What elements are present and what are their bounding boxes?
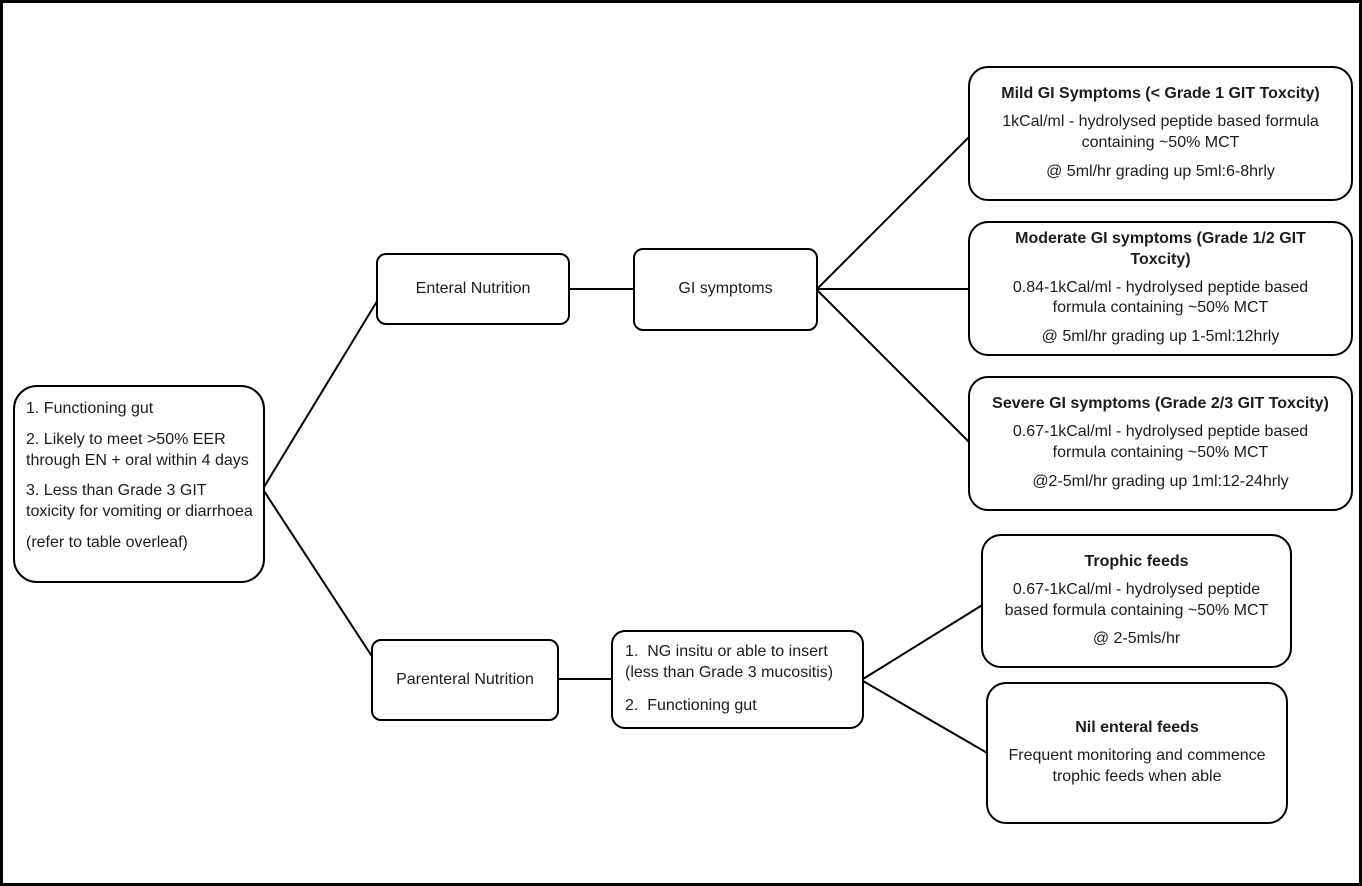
edge-ng-nil [862,680,990,755]
ng-criteria-line-1: 1. NG insitu or able to insert (less tha… [625,643,834,682]
edge-gi-mild [816,135,971,290]
node-entry-criteria: 1. Functioning gut 2. Likely to meet >50… [13,385,265,583]
enteral-label: Enteral Nutrition [415,279,531,297]
trophic-title: Trophic feeds [1084,552,1189,570]
node-moderate-gi-symptoms: Moderate GI symptoms (Grade 1/2 GIT Toxc… [968,221,1353,356]
criteria-line-2: 2. Likely to meet >50% EER through EN + … [26,430,249,469]
severe-title: Severe GI symptoms (Grade 2/3 GIT Toxcit… [992,395,1329,413]
trophic-rate: @ 2-5mls/hr [1092,630,1181,648]
moderate-rate: @ 5ml/hr grading up 1-5ml:12hrly [1041,328,1280,346]
severe-formula: 0.67-1kCal/ml - hydrolysed peptide based… [1012,423,1309,461]
parenteral-label: Parenteral Nutrition [396,670,534,688]
node-parenteral-nutrition: Parenteral Nutrition [371,639,559,721]
ng-criteria-line-2: 2. Functioning gut [625,696,757,714]
edge-criteria-parenteral [263,490,376,662]
edge-gi-severe [816,289,971,444]
mild-title: Mild GI Symptoms (< Grade 1 GIT Toxcity) [1001,85,1320,103]
node-ng-criteria: 1. NG insitu or able to insert (less tha… [611,630,864,729]
node-nil-enteral-feeds: Nil enteral feeds Frequent monitoring an… [986,682,1288,824]
trophic-formula: 0.67-1kCal/ml - hydrolysed peptide based… [1004,580,1269,619]
mild-formula: 1kCal/ml - hydrolysed peptide based form… [1002,113,1319,151]
criteria-line-3: 3. Less than Grade 3 GIT toxicity for vo… [26,482,253,521]
nil-enteral-body: Frequent monitoring and commence trophic… [1008,747,1266,785]
severe-rate: @2-5ml/hr grading up 1ml:12-24hrly [1032,472,1289,490]
edge-criteria-enteral [263,297,380,488]
node-gi-symptoms: GI symptoms [633,248,818,331]
gi-symptoms-label: GI symptoms [678,280,773,298]
node-enteral-nutrition: Enteral Nutrition [376,253,570,325]
moderate-formula: 0.84-1kCal/ml - hydrolysed peptide based… [1012,278,1309,317]
mild-rate: @ 5ml/hr grading up 5ml:6-8hrly [1046,162,1275,180]
node-mild-gi-symptoms: Mild GI Symptoms (< Grade 1 GIT Toxcity)… [968,66,1353,201]
criteria-line-1: 1. Functioning gut [26,400,154,417]
moderate-title: Moderate GI symptoms (Grade 1/2 GIT Toxc… [1015,230,1306,268]
node-trophic-feeds: Trophic feeds 0.67-1kCal/ml - hydrolysed… [981,534,1292,668]
node-severe-gi-symptoms: Severe GI symptoms (Grade 2/3 GIT Toxcit… [968,376,1353,511]
nil-enteral-title: Nil enteral feeds [1075,719,1199,737]
criteria-line-4: (refer to table overleaf) [26,533,188,551]
edge-ng-trophic [862,603,985,680]
